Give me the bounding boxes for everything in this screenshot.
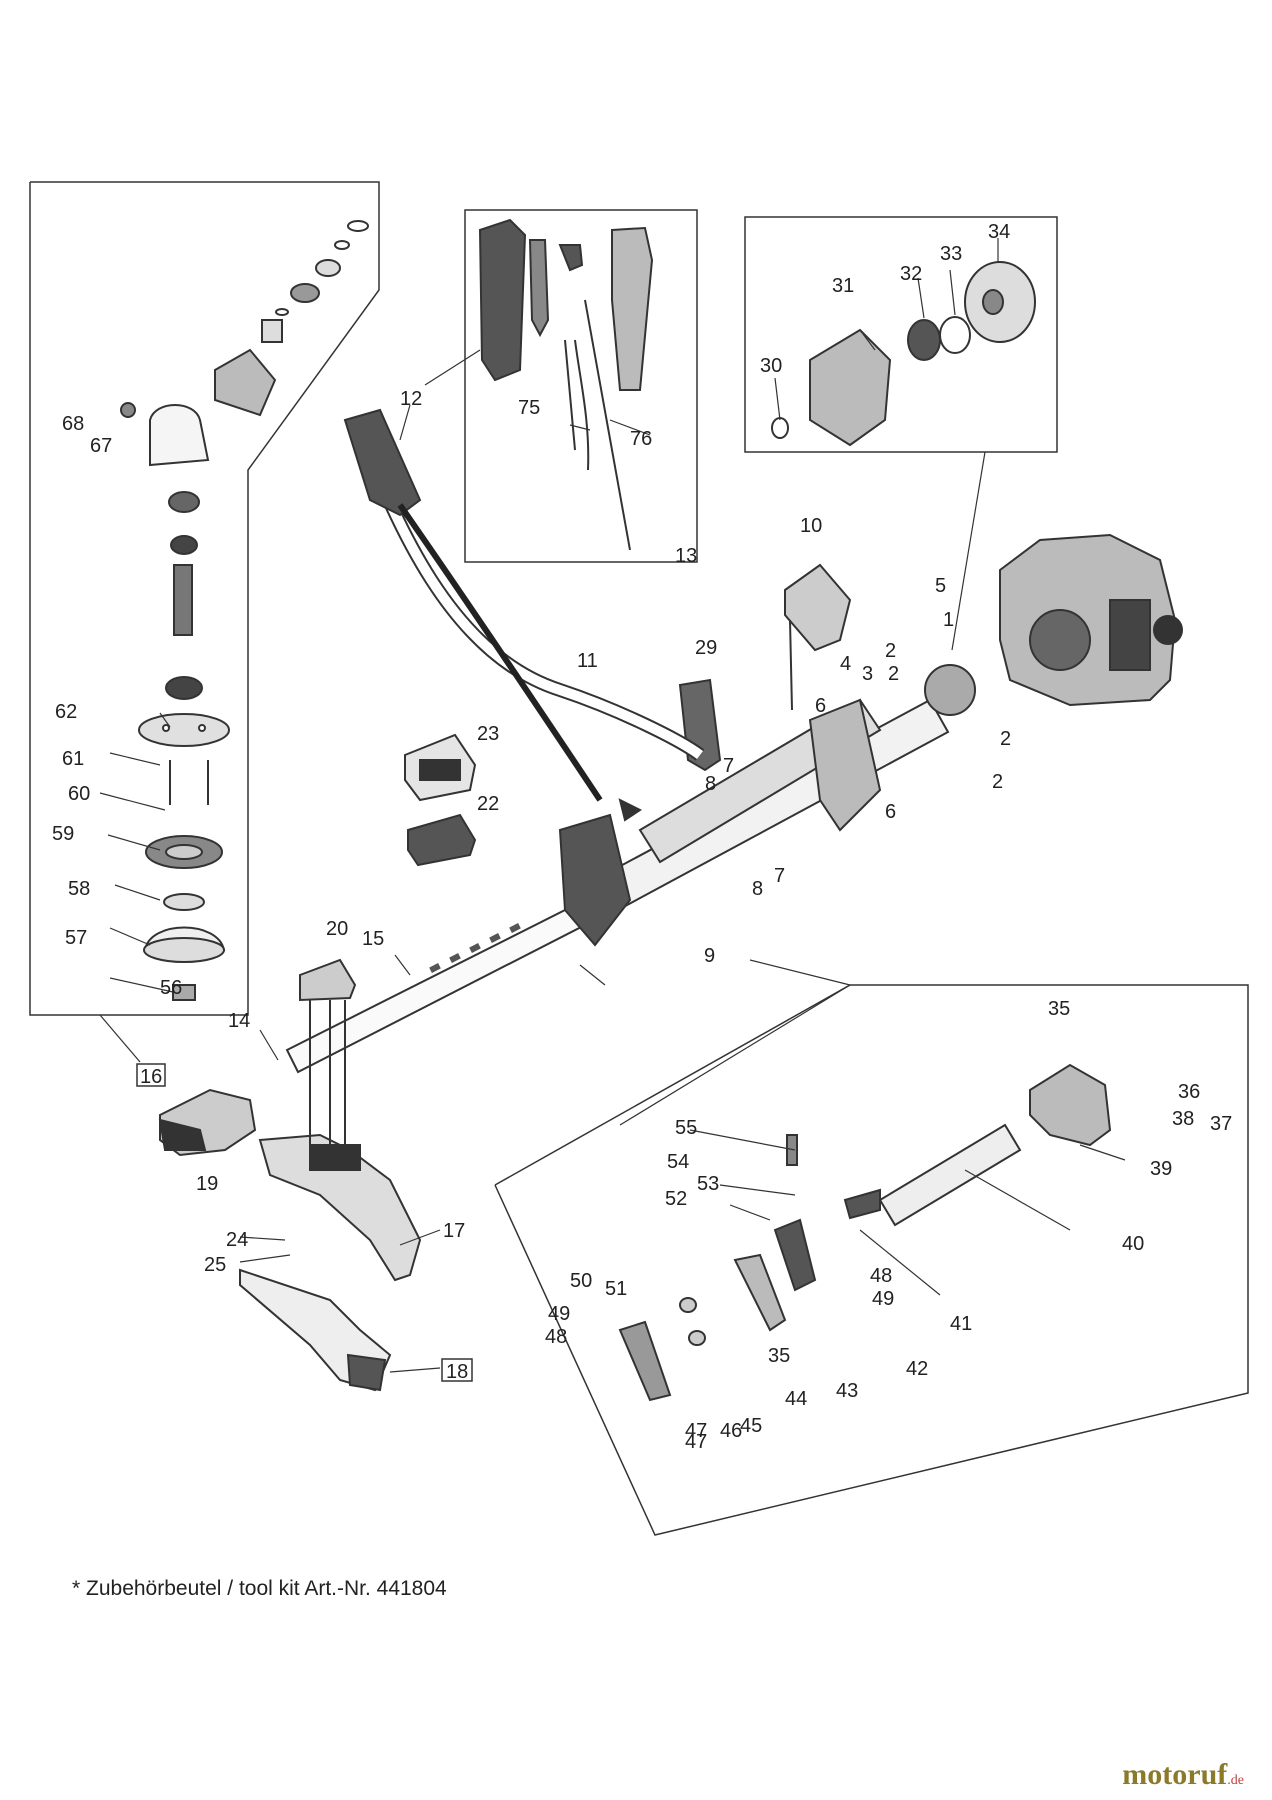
leader-lines <box>99 238 1126 1373</box>
part-label: 52 <box>665 1188 687 1210</box>
part-label: 1 <box>943 609 954 631</box>
part-label: 2 <box>885 640 896 662</box>
part-label: 68 <box>62 413 84 435</box>
part-label: 57 <box>65 927 87 949</box>
part-label: 17 <box>443 1220 465 1242</box>
part-label: 60 <box>68 783 90 805</box>
part-label: 37 <box>1210 1113 1232 1135</box>
part-label: 67 <box>90 435 112 457</box>
shaft-assembly-frame <box>494 984 1249 1536</box>
part-label: 59 <box>52 823 74 845</box>
part-label: 76 <box>630 428 652 450</box>
part-label: 55 <box>675 1117 697 1139</box>
part-label: 34 <box>988 221 1010 243</box>
boxed-label-frame <box>441 1358 473 1382</box>
part-label: 3 <box>862 663 873 685</box>
part-label: 25 <box>204 1254 226 1276</box>
part-label: 15 <box>362 928 384 950</box>
part-label: 56 <box>160 977 182 999</box>
part-label: 5 <box>935 575 946 597</box>
part-label: 6 <box>885 801 896 823</box>
part-label: 39 <box>1150 1158 1172 1180</box>
part-label: 49 <box>872 1288 894 1310</box>
boxed-labels: 16 18 <box>136 1063 473 1383</box>
part-label: 50 <box>570 1270 592 1292</box>
part-label: 7 <box>774 865 785 887</box>
part-label: 54 <box>667 1151 689 1173</box>
part-label: 33 <box>940 243 962 265</box>
part-label: 4 <box>840 653 851 675</box>
part-label: 36 <box>1178 1081 1200 1103</box>
part-label: 75 <box>518 397 540 419</box>
part-label: 35 <box>1048 998 1070 1020</box>
part-label: 29 <box>695 637 717 659</box>
part-label: 62 <box>55 701 77 723</box>
part-label: 31 <box>832 275 854 297</box>
part-label: 46 <box>720 1420 742 1442</box>
part-label: 45 <box>740 1415 762 1437</box>
part-label: 38 <box>1172 1108 1194 1130</box>
part-labels: 1 2 2 2 2 3 4 5 6 6 7 7 8 8 9 10 11 12 1… <box>52 221 1232 1453</box>
part-label: 30 <box>760 355 782 377</box>
part-label: 47 <box>685 1431 707 1453</box>
part-label: 13 <box>675 545 697 567</box>
part-label: 49 <box>548 1303 570 1325</box>
part-label: 53 <box>697 1173 719 1195</box>
engine <box>999 533 1183 707</box>
part-label: 2 <box>992 771 1003 793</box>
part-label: 44 <box>785 1388 807 1410</box>
shaft-parts <box>618 1063 1112 1402</box>
part-label: 2 <box>888 663 899 685</box>
part-label: 22 <box>477 793 499 815</box>
part-label: 6 <box>815 695 826 717</box>
part-label: 8 <box>752 878 763 900</box>
part-label: 40 <box>1122 1233 1144 1255</box>
part-label: 10 <box>800 515 822 537</box>
watermark-suffix: .de <box>1227 1773 1244 1788</box>
clutch-inset-frame <box>744 216 1058 453</box>
part-label: 42 <box>906 1358 928 1380</box>
part-label: 43 <box>836 1380 858 1402</box>
gear-head-frame <box>29 181 380 1016</box>
part-label: 20 <box>326 918 348 940</box>
part-label: 24 <box>226 1229 248 1251</box>
gear-head-parts <box>120 220 369 1001</box>
boxed-label-frame <box>136 1063 166 1087</box>
tool-kit-footnote: * Zubehörbeutel / tool kit Art.-Nr. 4418… <box>72 1577 447 1600</box>
part-label: 8 <box>705 773 716 795</box>
part-label: 11 <box>577 650 598 672</box>
handle-parts <box>478 218 654 551</box>
part-label: 9 <box>704 945 715 967</box>
handle-inset-frame <box>464 209 698 563</box>
watermark-logo: motoruf.de <box>1122 1758 1244 1792</box>
part-label: 19 <box>196 1173 218 1195</box>
boxed-label: 18 <box>446 1361 468 1383</box>
part-label: 12 <box>400 388 422 410</box>
part-label: 51 <box>605 1278 627 1300</box>
watermark-name: motoruf <box>1122 1758 1228 1791</box>
part-label: 58 <box>68 878 90 900</box>
part-label: 35 <box>768 1345 790 1367</box>
boxed-label: 16 <box>140 1066 162 1088</box>
part-label: 14 <box>228 1010 250 1032</box>
part-label: 23 <box>477 723 499 745</box>
part-label: 48 <box>545 1326 567 1348</box>
part-label: 41 <box>950 1313 972 1335</box>
part-label: 61 <box>62 748 84 770</box>
part-label: 7 <box>723 755 734 777</box>
part-label: 48 <box>870 1265 892 1287</box>
drive-tube-assembly <box>158 408 1183 1392</box>
frames <box>29 181 1249 1536</box>
part-label: 47 <box>685 1420 707 1442</box>
clutch-parts <box>771 261 1036 447</box>
part-label: 2 <box>1000 728 1011 750</box>
part-label: 32 <box>900 263 922 285</box>
